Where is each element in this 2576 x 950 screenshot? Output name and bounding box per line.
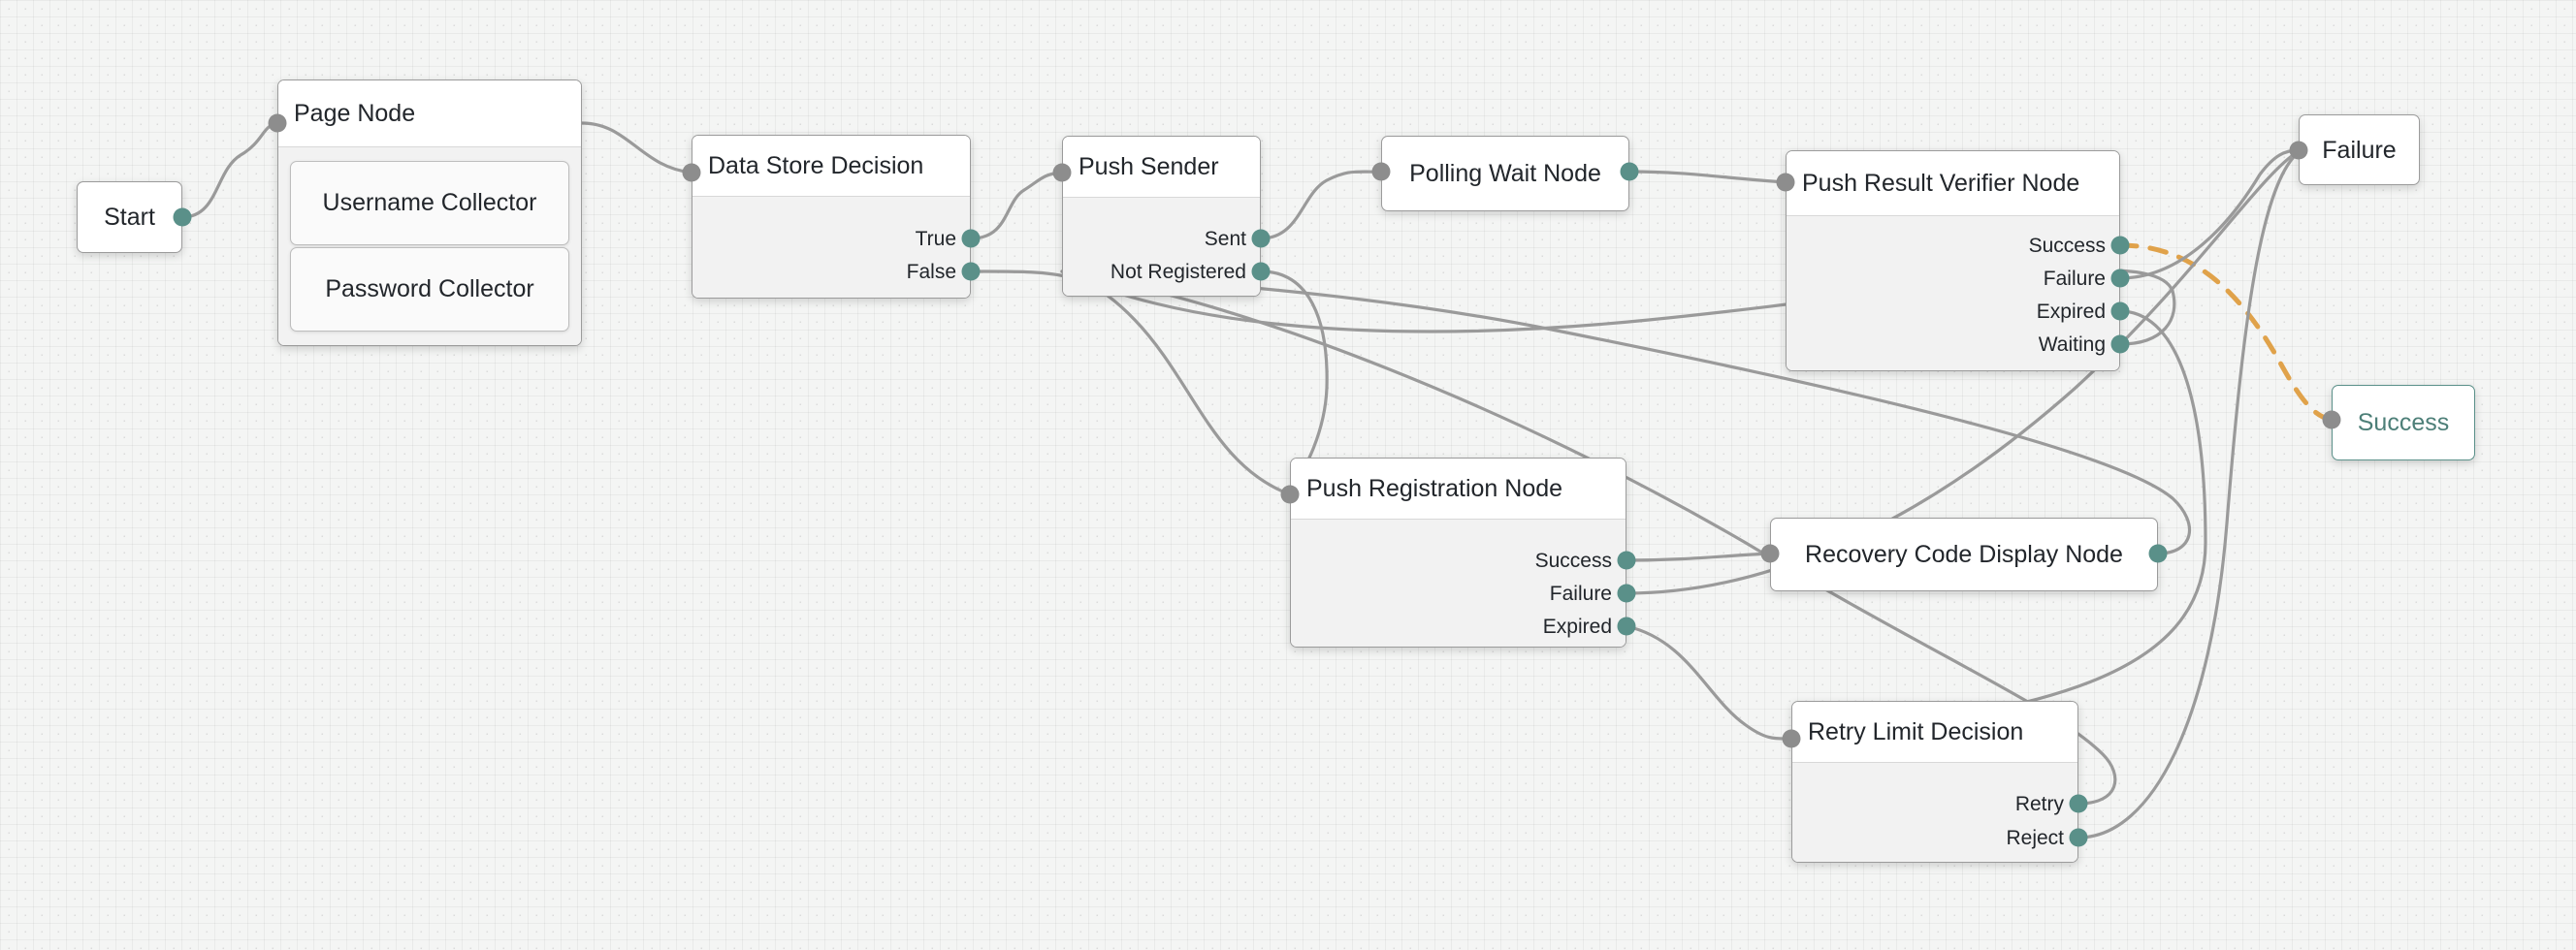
input-port[interactable] — [1371, 162, 1391, 181]
output-label-not-registered: Not Registered — [1110, 261, 1246, 283]
input-port[interactable] — [268, 113, 287, 133]
edge-page-to-datastore[interactable] — [580, 121, 693, 174]
data-store-decision-node-body — [692, 196, 970, 298]
edge-pushreg-expired-to-retry[interactable] — [1625, 624, 1793, 741]
output-label-expired: Expired — [2036, 301, 2106, 323]
push-registration-node-header: Push Registration Node — [1291, 459, 1626, 519]
output-port-false[interactable] — [961, 262, 981, 281]
collector-username[interactable]: Username Collector — [290, 161, 569, 245]
output-port-success[interactable] — [2110, 236, 2130, 255]
output-port[interactable] — [173, 207, 192, 227]
output-port-retry[interactable] — [2069, 794, 2088, 813]
edge-datastore-false-to-pushreg[interactable] — [969, 269, 1292, 496]
output-port-true[interactable] — [961, 229, 981, 248]
polling-wait-node[interactable]: Polling Wait Node — [1381, 136, 1629, 211]
edge-start-to-page[interactable] — [180, 121, 279, 219]
data-store-decision-node-title: Data Store Decision — [708, 152, 924, 179]
output-label-retry: Retry — [2014, 793, 2064, 815]
output-label-reject: Reject — [2006, 827, 2064, 849]
input-port[interactable] — [2322, 410, 2341, 429]
output-label-success: Success — [1534, 550, 1612, 572]
output-label-waiting: Waiting — [2038, 333, 2106, 356]
success-terminal-node[interactable]: Success — [2332, 385, 2475, 460]
edge-polling-to-verifier[interactable] — [1627, 170, 1787, 184]
page-node-title: Page Node — [294, 100, 416, 127]
push-registration-node-title: Push Registration Node — [1306, 475, 1563, 502]
output-port-success[interactable] — [1617, 551, 1636, 570]
output-label-failure: Failure — [1549, 583, 1612, 605]
output-port-expired[interactable] — [2110, 301, 2130, 321]
output-port-sent[interactable] — [1251, 229, 1271, 248]
push-sender-node-header: Push Sender — [1063, 137, 1260, 197]
output-port[interactable] — [2148, 544, 2168, 563]
push-result-verifier-node-header: Push Result Verifier Node — [1787, 151, 2119, 215]
start-node-title: Start — [104, 204, 155, 231]
output-label-failure: Failure — [2043, 268, 2106, 290]
collector-password[interactable]: Password Collector — [290, 247, 569, 332]
push-result-verifier-node-body — [1787, 215, 2119, 370]
polling-wait-node-title: Polling Wait Node — [1409, 160, 1601, 187]
retry-limit-decision-node-body — [1792, 762, 2077, 862]
edge-verifier-success-to-success[interactable] — [2117, 242, 2334, 423]
output-label-sent: Sent — [1204, 228, 1246, 250]
edge-verifier-failure-to-failure[interactable] — [2118, 148, 2301, 280]
input-port[interactable] — [1782, 729, 1801, 748]
output-port-failure[interactable] — [1617, 584, 1636, 603]
output-port-failure[interactable] — [2110, 269, 2130, 288]
output-label-true: True — [915, 228, 956, 250]
push-sender-node-title: Push Sender — [1079, 153, 1219, 180]
push-result-verifier-node-title: Push Result Verifier Node — [1802, 170, 2080, 197]
input-port[interactable] — [1776, 173, 1795, 192]
output-port-waiting[interactable] — [2110, 334, 2130, 354]
push-sender-node-body — [1063, 197, 1260, 296]
edge-datastore-true-to-pushsender[interactable] — [969, 171, 1064, 240]
output-port-reject[interactable] — [2069, 828, 2088, 847]
output-port[interactable] — [1620, 162, 1639, 181]
start-node[interactable]: Start — [77, 181, 182, 253]
input-port[interactable] — [2289, 141, 2308, 160]
input-port[interactable] — [682, 163, 701, 182]
input-port[interactable] — [1280, 485, 1300, 504]
recovery-code-display-node[interactable]: Recovery Code Display Node — [1770, 518, 2158, 591]
output-label-success: Success — [2028, 235, 2106, 257]
failure-terminal-node[interactable]: Failure — [2299, 114, 2420, 185]
failure-terminal-node-title: Failure — [2322, 136, 2397, 164]
page-node-header: Page Node — [278, 80, 581, 146]
push-registration-node-body — [1291, 519, 1626, 647]
retry-limit-decision-node-header: Retry Limit Decision — [1792, 702, 2077, 762]
input-port[interactable] — [1052, 163, 1072, 182]
output-label-expired: Expired — [1542, 616, 1612, 638]
output-label-false: False — [906, 261, 956, 283]
edge-pushreg-success-to-recovery[interactable] — [1625, 552, 1772, 562]
edge-pushsender-sent-to-polling[interactable] — [1259, 170, 1383, 240]
recovery-code-display-node-title: Recovery Code Display Node — [1805, 541, 2123, 568]
input-port[interactable] — [1760, 544, 1780, 563]
success-terminal-node-title: Success — [2357, 409, 2450, 436]
data-store-decision-node-header: Data Store Decision — [692, 136, 970, 196]
retry-limit-decision-node-title: Retry Limit Decision — [1808, 718, 2024, 745]
output-port-not-registered[interactable] — [1251, 262, 1271, 281]
output-port-expired[interactable] — [1617, 617, 1636, 636]
